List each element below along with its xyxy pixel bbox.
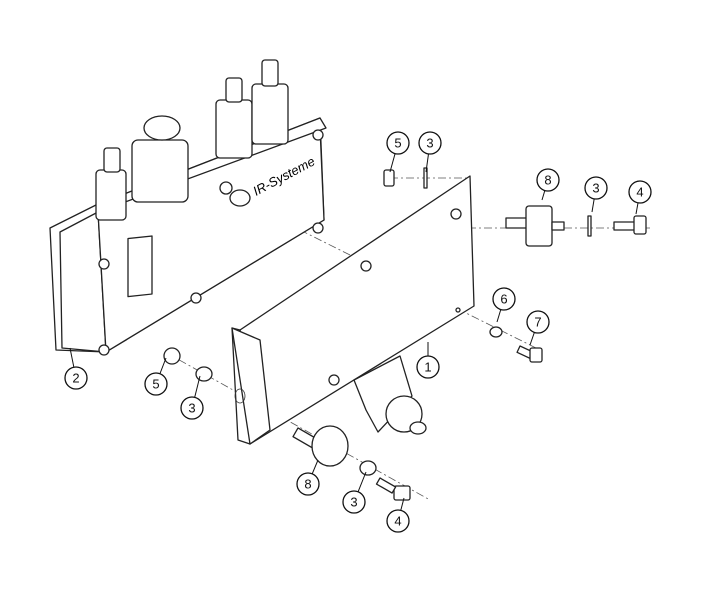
callout-number: 4 — [394, 514, 401, 529]
leader-line — [389, 153, 396, 173]
logo-mark — [229, 189, 251, 207]
callout-number: 3 — [592, 181, 599, 196]
callout-number: 2 — [72, 371, 79, 386]
callout-circle — [386, 131, 410, 155]
leader-line — [541, 190, 546, 201]
callout-number: 3 — [188, 401, 195, 416]
callout-3: 3 — [180, 375, 204, 420]
callout-3: 3 — [342, 471, 367, 514]
callout-2: 2 — [64, 347, 88, 390]
callout-8: 8 — [536, 168, 560, 201]
callout-circle — [144, 372, 168, 396]
callout-circle — [342, 490, 366, 514]
callout-3: 3 — [584, 176, 608, 213]
callout-circle — [296, 472, 320, 496]
leader-line — [194, 375, 201, 398]
leader-line — [425, 153, 429, 173]
callout-8: 8 — [296, 459, 320, 496]
callout-circle — [418, 131, 442, 155]
callout-circle — [416, 355, 440, 379]
callout-7: 7 — [526, 310, 550, 346]
mounting-plate — [231, 175, 475, 445]
callout-circle — [584, 176, 608, 200]
callout-number: 4 — [636, 185, 643, 200]
callout-number: 6 — [500, 292, 507, 307]
callout-5: 5 — [144, 357, 168, 396]
callout-number: 5 — [152, 377, 159, 392]
enclosure-housing: IR-Systeme — [49, 59, 327, 356]
leader-line — [400, 497, 405, 511]
callout-3: 3 — [418, 131, 442, 173]
leader-line — [159, 357, 167, 374]
leader-line — [591, 198, 595, 213]
callout-number: 5 — [394, 136, 401, 151]
callout-4: 4 — [386, 497, 410, 533]
callout-1: 1 — [416, 342, 440, 379]
callout-6: 6 — [492, 287, 516, 323]
connectors — [95, 59, 289, 221]
leader-line — [69, 347, 75, 368]
leader-line — [529, 332, 535, 346]
callout-circle — [526, 310, 550, 334]
callout-circle — [180, 396, 204, 420]
callout-labels: 5 3 8 3 4 6 7 1 2 5 3 8 3 4 — [64, 131, 652, 533]
callout-circle — [628, 180, 652, 204]
callout-number: 1 — [424, 360, 431, 375]
callout-number: 8 — [304, 477, 311, 492]
leader-line — [311, 459, 319, 475]
callout-number: 3 — [426, 136, 433, 151]
callout-5: 5 — [386, 131, 410, 173]
callout-circle — [386, 509, 410, 533]
callout-circle — [536, 168, 560, 192]
callout-number: 8 — [544, 173, 551, 188]
leader-line — [357, 471, 367, 492]
leader-line — [496, 309, 502, 323]
callout-number: 7 — [534, 315, 541, 330]
callout-4: 4 — [628, 180, 652, 215]
callout-circle — [492, 287, 516, 311]
leader-line — [635, 202, 639, 215]
callout-number: 3 — [350, 495, 357, 510]
callout-circle — [64, 366, 88, 390]
